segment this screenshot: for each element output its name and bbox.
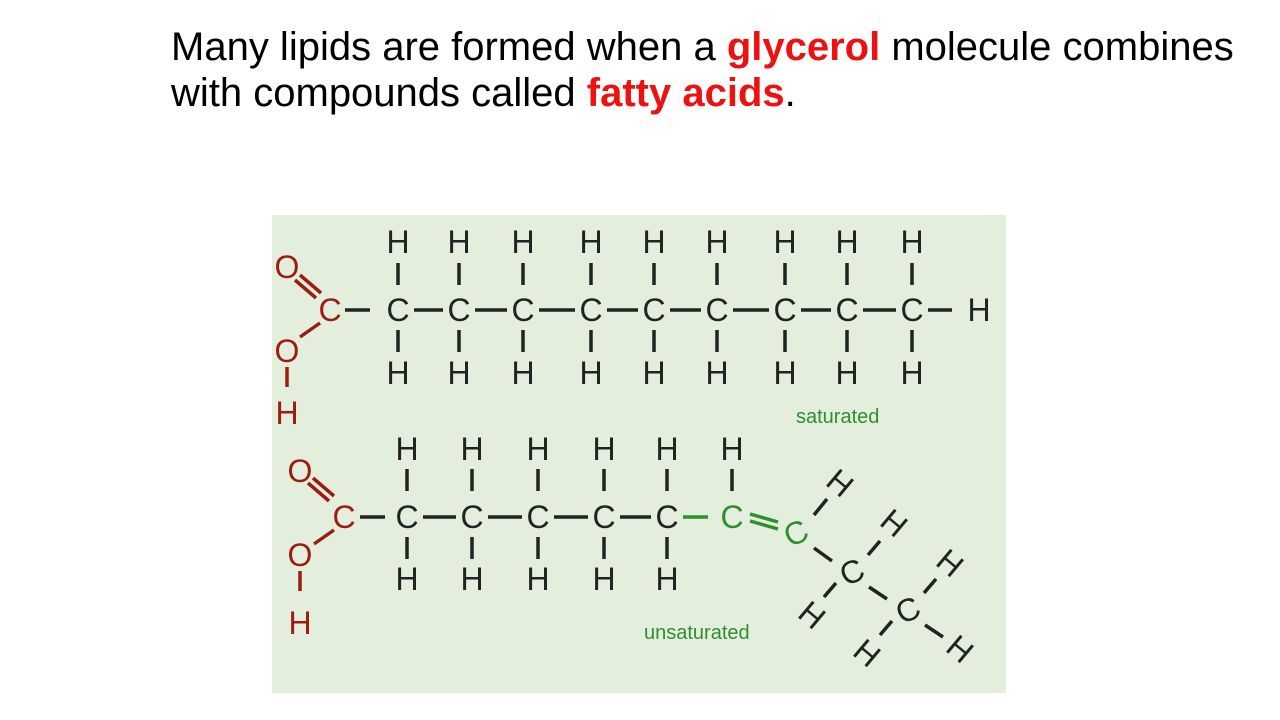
hydrogen-atom: H: [773, 224, 796, 260]
oxygen-atom: O: [275, 249, 300, 285]
hydrogen-atom: H: [511, 224, 534, 260]
single-bond-line: [866, 539, 882, 557]
hydrogen-atom: H: [592, 431, 615, 467]
single-bond-line: [812, 546, 834, 563]
heading-text-2: molecule combines with compounds called: [171, 25, 1234, 115]
hydrogen-atom: H: [395, 431, 418, 467]
double-bond-line: [298, 273, 323, 295]
single-bond-line: [812, 497, 829, 517]
hydrogen-atom: H: [447, 355, 470, 391]
carbon-atom: C: [720, 499, 743, 535]
carbon-atom: C: [655, 499, 678, 535]
single-bond-line: [878, 619, 894, 637]
carbon-atom: C: [705, 292, 728, 328]
carbon-atom: C: [579, 292, 602, 328]
glycerol-term: glycerol: [726, 25, 881, 69]
single-bond-line: [924, 623, 944, 639]
hydrogen-atom: H: [526, 431, 549, 467]
hydrogen-atom: H: [835, 355, 858, 391]
double-bond-line: [749, 512, 779, 524]
hydrogen-atom: H: [835, 224, 858, 260]
single-bond-line: [822, 581, 838, 599]
carbon-atom: C: [900, 292, 923, 328]
double-bond-line: [311, 476, 336, 498]
fatty-acids-term: fatty acids: [586, 71, 785, 115]
slide-heading: Many lipids are formed when a glycerol m…: [171, 24, 1251, 116]
hydrogen-atom: H: [642, 355, 665, 391]
single-bond-line: [312, 528, 336, 546]
carboxyl-carbon-atom: C: [332, 499, 355, 535]
single-bond-line: [868, 585, 888, 601]
hydrogen-atom: H: [579, 355, 602, 391]
hydrogen-atom: H: [386, 224, 409, 260]
structure-marks: OCOHCHHCHHCHHCHHCHHCHHCHHCHHCHHHOCOHCHHC…: [275, 224, 991, 674]
heading-text-1: Many lipids are formed when a: [171, 25, 727, 69]
hydrogen-atom: H: [511, 355, 534, 391]
carbon-atom: C: [447, 292, 470, 328]
carbon-atom: C: [642, 292, 665, 328]
double-bond-line: [306, 481, 331, 503]
single-bond-line: [922, 577, 938, 595]
carbon-atom: C: [511, 292, 534, 328]
carbon-atom: C: [835, 292, 858, 328]
hydrogen-atom: H: [275, 395, 298, 431]
carbon-atom: C: [460, 499, 483, 535]
fatty-acid-svg: OCOHCHHCHHCHHCHHCHHCHHCHHCHHCHHHOCOHCHHC…: [272, 215, 1006, 693]
hydrogen-atom: H: [395, 561, 418, 597]
hydrogen-atom: H: [900, 224, 923, 260]
hydrogen-atom: H: [655, 561, 678, 597]
oxygen-atom: O: [288, 537, 313, 573]
hydrogen-atom: H: [900, 355, 923, 391]
hydrogen-atom: H: [642, 224, 665, 260]
carbon-atom: C: [386, 292, 409, 328]
hydrogen-atom: H: [705, 355, 728, 391]
hydrogen-atom: H: [720, 431, 743, 467]
hydrogen-atom: H: [579, 224, 602, 260]
single-bond-line: [298, 321, 322, 339]
saturated-label: saturated: [796, 406, 879, 428]
hydrogen-atom: H: [460, 561, 483, 597]
hydrogen-atom: H: [705, 224, 728, 260]
hydrogen-atom: H: [967, 292, 990, 328]
carboxyl-carbon-atom: C: [318, 292, 341, 328]
hydrogen-atom: H: [386, 355, 409, 391]
diagram-background: [272, 215, 1006, 693]
hydrogen-atom: H: [655, 431, 678, 467]
hydrogen-atom: H: [773, 355, 796, 391]
hydrogen-atom: H: [447, 224, 470, 260]
hydrogen-atom: H: [592, 561, 615, 597]
double-bond-line: [293, 278, 318, 300]
double-bond-line: [749, 519, 779, 531]
hydrogen-atom: H: [460, 431, 483, 467]
oxygen-atom: O: [275, 333, 300, 369]
unsaturated-label: unsaturated: [644, 622, 750, 644]
carbon-atom: C: [526, 499, 549, 535]
heading-text-3: .: [784, 71, 796, 115]
carbon-atom: C: [395, 499, 418, 535]
hydrogen-atom: H: [288, 605, 311, 641]
hydrogen-atom: H: [526, 561, 549, 597]
carbon-atom: C: [773, 292, 796, 328]
carbon-atom: C: [592, 499, 615, 535]
